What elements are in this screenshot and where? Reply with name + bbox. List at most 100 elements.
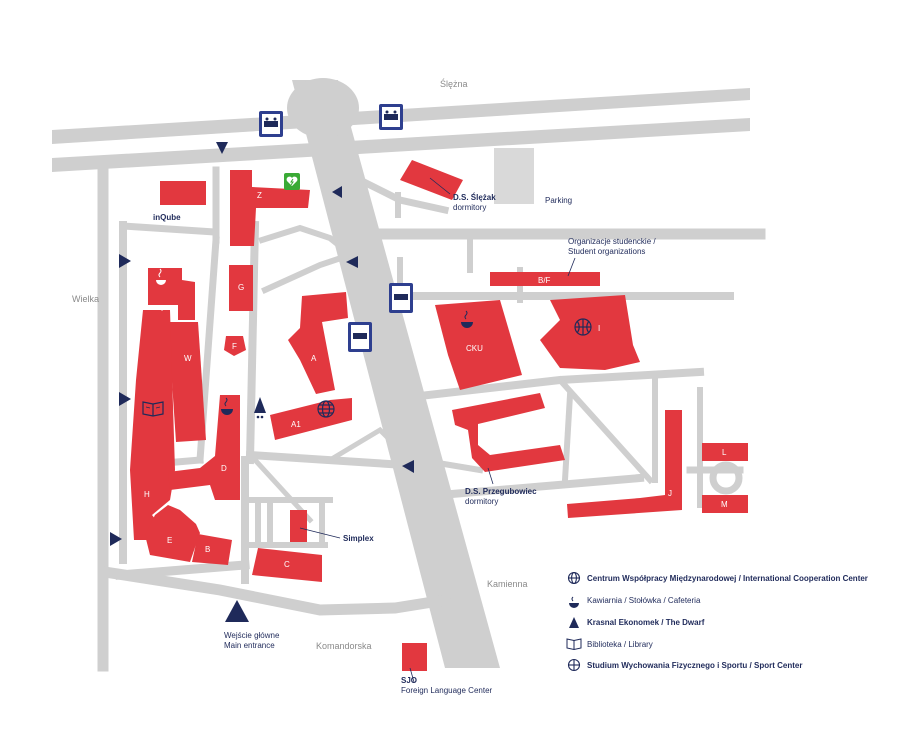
- building-j[interactable]: [567, 410, 682, 518]
- entrance-markers: [110, 142, 414, 622]
- letter-g: G: [238, 283, 244, 292]
- label-sjo-sub: Foreign Language Center: [401, 686, 493, 695]
- campus-paths: [97, 162, 766, 672]
- letter-b: B: [205, 545, 210, 554]
- building-e[interactable]: [145, 505, 200, 562]
- entrance-arrow-icon[interactable]: [110, 532, 122, 546]
- entrance-arrow-icon[interactable]: [119, 392, 131, 406]
- cafeteria-icon: [221, 397, 233, 415]
- building-bf[interactable]: [490, 272, 600, 286]
- cafeteria-icon: [156, 268, 166, 285]
- letter-f: F: [232, 342, 237, 351]
- street-names: Ślężna Wielka Kamienna Komandorska: [72, 78, 528, 651]
- label-org-line2: Student organizations: [568, 247, 645, 256]
- building-inqube[interactable]: [160, 181, 206, 205]
- legend-text-globe: Centrum Współpracy Międzynarodowej / Int…: [587, 574, 868, 583]
- building-przegubowiec[interactable]: [452, 393, 565, 472]
- street-komandorska: Komandorska: [316, 641, 372, 651]
- legend-item-library: Biblioteka / Library: [566, 638, 653, 651]
- tram-stop-icon[interactable]: [379, 104, 403, 130]
- label-entrance-line2: Main entrance: [224, 641, 275, 650]
- building-d[interactable]: [168, 395, 240, 500]
- sport-icon: [574, 318, 592, 336]
- entrance-arrow-icon[interactable]: [119, 254, 131, 268]
- label-slezak-name: D.S. Ślężak: [453, 193, 496, 202]
- street-kamienna: Kamienna: [487, 579, 528, 589]
- letter-z: Z: [257, 191, 262, 200]
- slezna-street-lower: [52, 118, 750, 172]
- legend-text-library: Biblioteka / Library: [587, 640, 653, 649]
- letter-p: P: [161, 304, 166, 313]
- letter-h: H: [144, 490, 150, 499]
- building-m[interactable]: [702, 495, 748, 513]
- legend-item-dwarf: Krasnal Ekonomek / The Dwarf: [569, 617, 705, 628]
- building-slezak[interactable]: [400, 160, 463, 200]
- building-g[interactable]: [229, 265, 253, 311]
- pointer-lines: [299, 177, 576, 683]
- building-letters: Z G P F W H D E B A A1 C B/F I J L M CKU: [144, 191, 728, 569]
- building-cku[interactable]: [435, 300, 522, 390]
- sport-icon: [567, 658, 581, 672]
- aed-icon[interactable]: [284, 173, 300, 190]
- building-w[interactable]: [168, 322, 206, 442]
- bus-stop-icon[interactable]: [389, 283, 413, 313]
- label-slezak-sub: dormitory: [453, 203, 486, 212]
- letter-cku: CKU: [466, 344, 483, 353]
- globe-icon: [317, 400, 335, 418]
- letter-d: D: [221, 464, 227, 473]
- letter-a: A: [311, 354, 317, 363]
- building-h[interactable]: [130, 310, 175, 540]
- tram-stop-icon[interactable]: [259, 111, 283, 137]
- cafeteria-icon: [461, 310, 473, 328]
- legend-text-cafeteria: Kawiarnia / Stołówka / Cafeteria: [587, 596, 701, 605]
- building-c[interactable]: [252, 548, 322, 582]
- label-inqube: inQube: [153, 213, 181, 222]
- letter-bf: B/F: [538, 276, 551, 285]
- entrance-arrow-icon[interactable]: [346, 256, 358, 268]
- building-a[interactable]: [288, 292, 348, 394]
- map-labels: inQube D.S. Ślężak dormitory Parking Org…: [153, 193, 656, 695]
- letter-e: E: [167, 536, 172, 545]
- globe-icon: [567, 571, 581, 585]
- letter-a1: A1: [291, 420, 301, 429]
- legend-text-sport: Studium Wychowania Fizycznego i Sportu /…: [587, 661, 802, 670]
- building-i[interactable]: [540, 295, 640, 370]
- building-l[interactable]: [702, 443, 748, 461]
- label-simplex: Simplex: [343, 534, 374, 543]
- label-przegubowiec-sub: dormitory: [465, 497, 498, 506]
- legend-text-dwarf: Krasnal Ekonomek / The Dwarf: [587, 618, 705, 627]
- dwarf-icon: [254, 397, 266, 419]
- street-slezna: Ślężna: [440, 78, 468, 89]
- street-wielka: Wielka: [72, 294, 99, 304]
- label-entrance-line1: Wejście główne: [224, 631, 280, 640]
- legend-item-cafeteria: Kawiarnia / Stołówka / Cafeteria: [569, 596, 701, 608]
- roundabout: [287, 78, 359, 138]
- letter-j: J: [668, 489, 672, 498]
- main-diagonal-road: [292, 80, 500, 668]
- label-parking: Parking: [545, 196, 572, 205]
- entrance-arrow-icon[interactable]: [216, 142, 228, 154]
- bus-stop-icon[interactable]: [348, 322, 372, 352]
- library-icon: [566, 638, 582, 651]
- main-entrance-icon[interactable]: [225, 600, 249, 622]
- building-simplex[interactable]: [290, 510, 307, 542]
- label-org-line1: Organizacje studenckie /: [568, 237, 656, 246]
- entrance-arrow-icon[interactable]: [402, 460, 414, 473]
- building-a1[interactable]: [270, 398, 352, 440]
- label-przegubowiec-name: D.S. Przegubowiec: [465, 487, 537, 496]
- label-sjo-name: SJO: [401, 676, 417, 685]
- dwarf-icon: [569, 617, 579, 628]
- letter-l: L: [722, 448, 727, 457]
- map-icons: [142, 173, 592, 419]
- legend: Centrum Współpracy Międzynarodowej / Int…: [566, 571, 868, 672]
- cafeteria-icon: [569, 596, 579, 608]
- legend-item-globe: Centrum Współpracy Międzynarodowej / Int…: [567, 571, 868, 585]
- building-b[interactable]: [192, 534, 232, 565]
- building-sjo[interactable]: [402, 643, 427, 671]
- building-f[interactable]: [224, 336, 246, 356]
- transit-stops: [259, 104, 413, 352]
- letter-c: C: [284, 560, 290, 569]
- parking-lot: [494, 148, 534, 204]
- entrance-arrow-icon[interactable]: [332, 186, 342, 198]
